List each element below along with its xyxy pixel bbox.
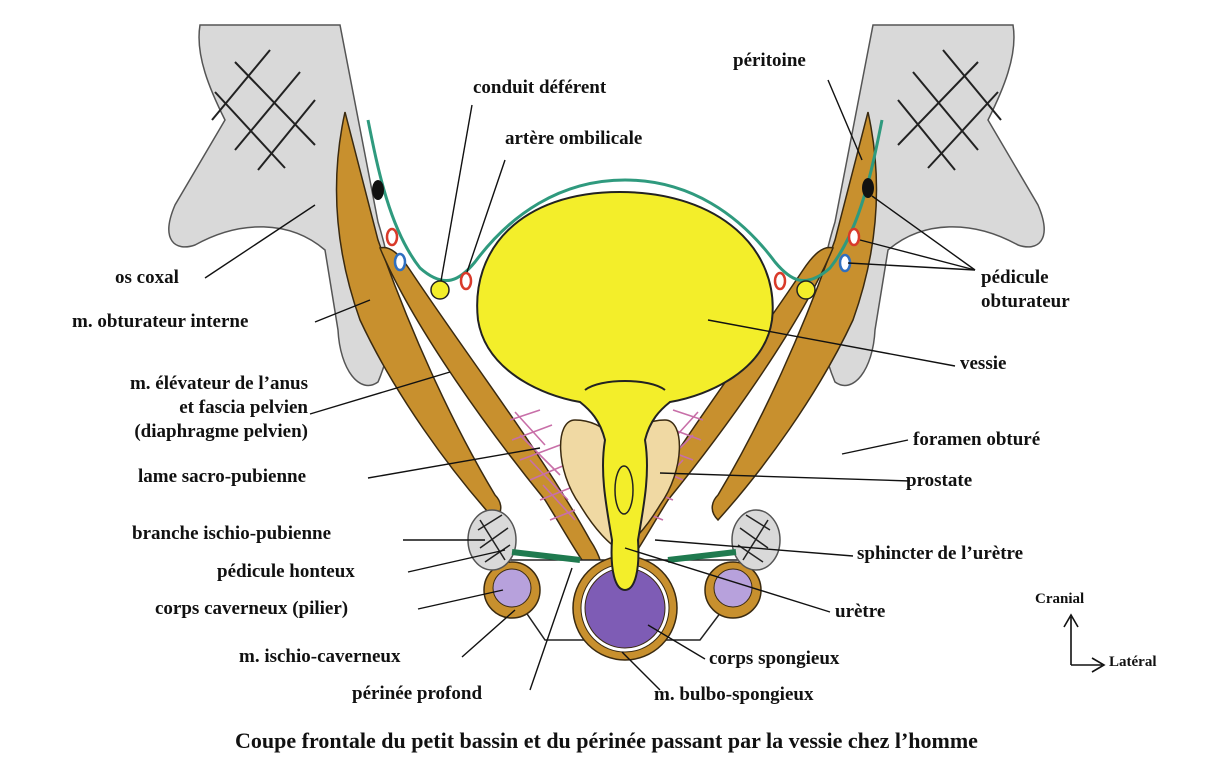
label-os-coxal: os coxal — [115, 267, 179, 288]
label-pedicule-obturateur-line1: pédicule — [981, 267, 1049, 288]
vessie — [476, 190, 774, 592]
figure-caption: Coupe frontale du petit bassin et du pér… — [235, 728, 978, 753]
label-elevateur-anus: m. élévateur de l’anus et fascia pelvien… — [60, 372, 308, 444]
ramus-cross-hatch — [477, 514, 771, 563]
sphincter-uretre-right — [667, 549, 737, 563]
label-pedicule-obturateur: pédicule obturateur — [981, 266, 1070, 314]
label-vessie: vessie — [960, 353, 1007, 374]
label-corps-caverneux: corps caverneux (pilier) — [155, 598, 349, 619]
label-prostate: prostate — [906, 470, 973, 491]
corps-caverneux-right — [713, 568, 753, 608]
label-elevateur-anus-line3: (diaphragme pelvien) — [134, 421, 308, 442]
artere-ombilicale-right — [773, 271, 787, 291]
label-elevateur-anus-line1: m. élévateur de l’anus — [129, 373, 308, 394]
label-elevateur-anus-line2: et fascia pelvien — [179, 397, 308, 418]
bone-cross-hatch — [211, 49, 1002, 171]
orientation-lateral-label: Latéral — [1109, 654, 1157, 670]
label-bulbo-spongieux: m. bulbo-spongieux — [654, 684, 814, 705]
label-perinee-profond: périnée profond — [352, 683, 483, 704]
orientation-arrows — [1063, 613, 1106, 673]
peritoine — [366, 119, 884, 282]
conduit-deferent-left — [430, 280, 450, 300]
label-branche-ischio-pubienne: branche ischio-pubienne — [132, 523, 332, 544]
label-conduit-deferent: conduit déférent — [473, 77, 607, 98]
obturateur-interne-left — [335, 111, 502, 522]
conduit-deferent-right — [796, 280, 816, 300]
label-obturateur-interne: m. obturateur interne — [72, 311, 249, 332]
obturateur-interne-right — [711, 111, 878, 522]
label-foramen-obture: foramen obturé — [913, 429, 1041, 450]
label-ischio-caverneux: m. ischio-caverneux — [239, 646, 401, 667]
pedicule-obturateur-nerf-left — [372, 180, 384, 200]
pedicule-obturateur-nerf-right — [862, 178, 874, 198]
colliculus — [614, 465, 634, 515]
corps-caverneux-left — [492, 568, 532, 608]
pedicule-obturateur-artere-right — [847, 227, 861, 247]
pedicule-obturateur-veine-left — [393, 252, 407, 272]
sphincter-uretre-left — [511, 549, 581, 563]
label-pedicule-obturateur-line2: obturateur — [981, 291, 1070, 312]
artere-ombilicale-left — [459, 271, 473, 291]
trigone — [584, 380, 666, 391]
pedicule-obturateur-artere-left — [385, 227, 399, 247]
label-lame-sacro-pubienne: lame sacro-pubienne — [138, 466, 307, 487]
label-sphincter-uretre: sphincter de l’urètre — [857, 543, 1024, 564]
label-uretre: urètre — [835, 601, 886, 622]
label-pedicule-honteux: pédicule honteux — [217, 561, 355, 582]
label-peritoine: péritoine — [733, 50, 806, 71]
orientation-cranial-label: Cranial — [1035, 591, 1085, 607]
label-artere-ombilicale: artère ombilicale — [505, 128, 643, 149]
label-corps-spongieux: corps spongieux — [709, 648, 840, 669]
leader-lines — [204, 79, 976, 691]
